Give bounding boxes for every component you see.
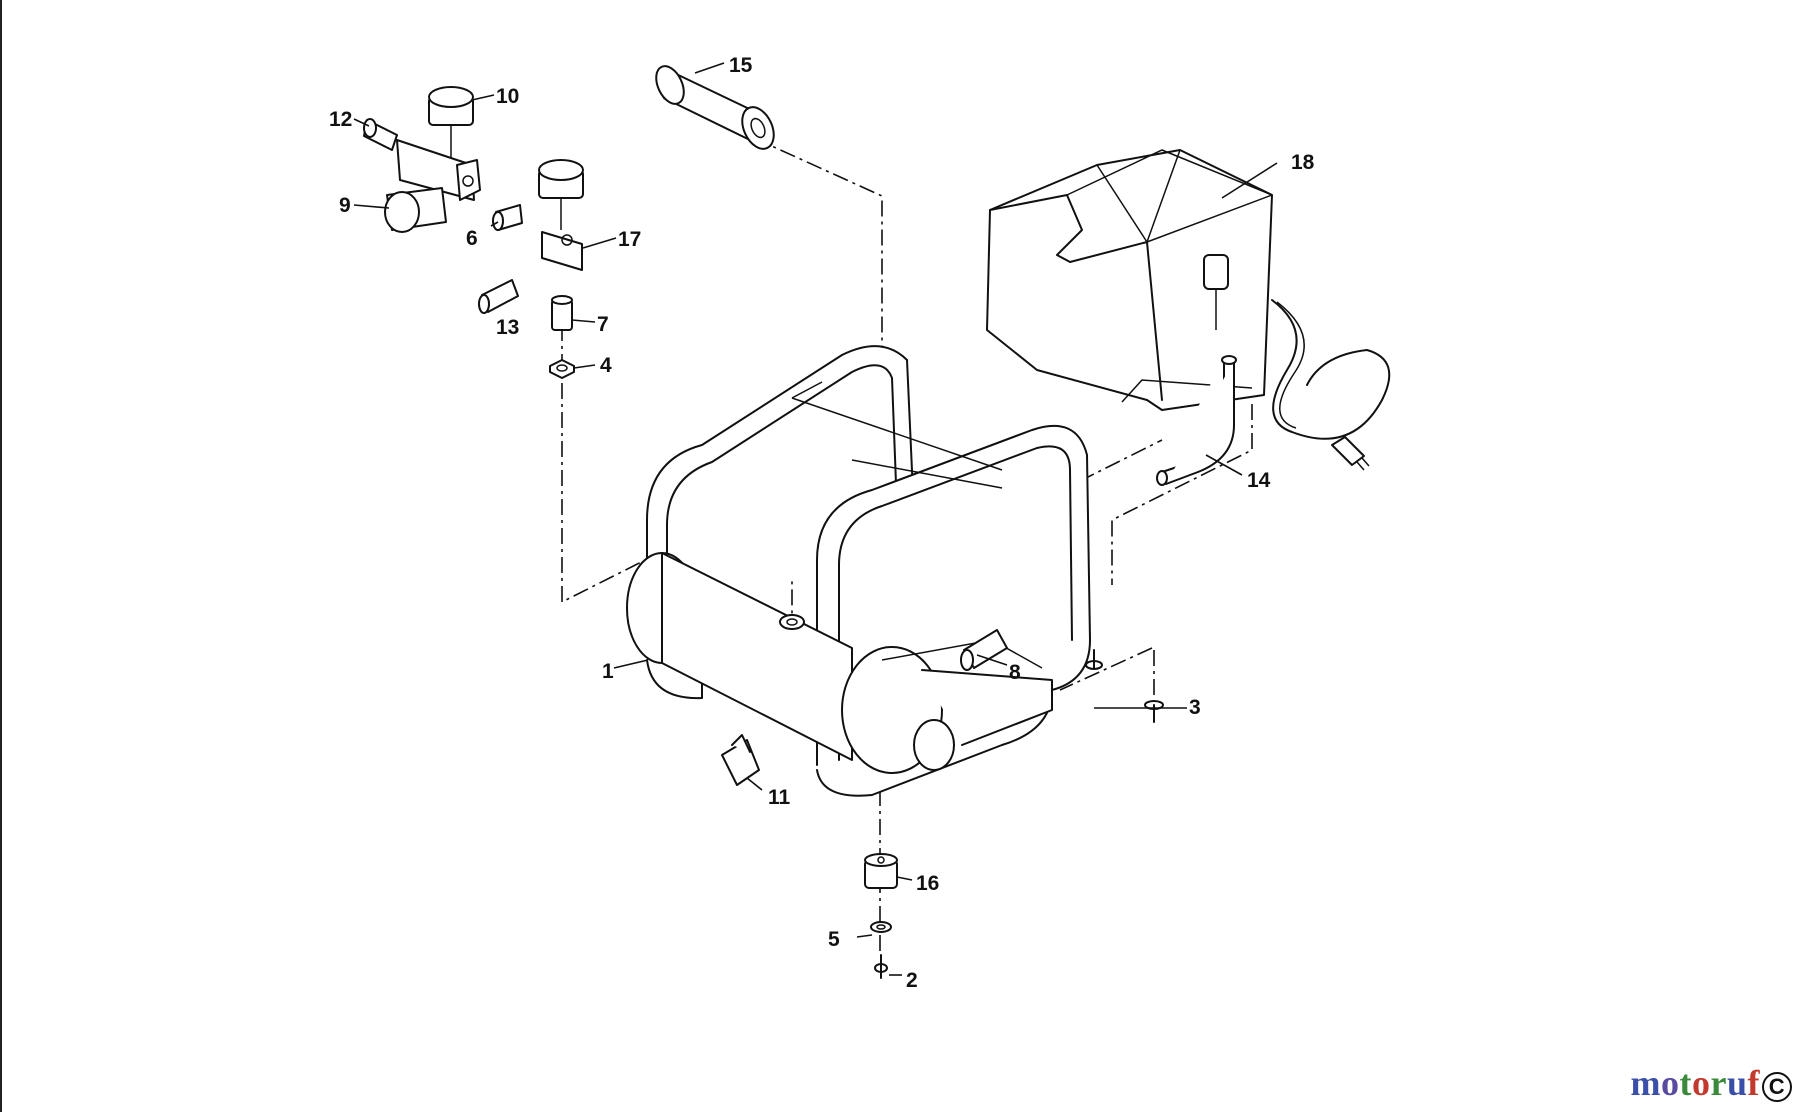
motor-shroud (986, 149, 1391, 471)
handle-grip (655, 65, 775, 150)
callout-9: 9 (339, 194, 351, 217)
callout-13: 13 (496, 316, 519, 339)
callout-6: 6 (466, 227, 478, 250)
quick-coupler (478, 279, 519, 314)
air-tank (626, 552, 1053, 774)
adapter-fitting (551, 295, 573, 331)
outlet-pipe (1156, 355, 1237, 486)
callout-5: 5 (828, 928, 840, 951)
washer (870, 921, 892, 933)
pressure-gauge-tee (538, 159, 584, 271)
leader-lines (353, 62, 1278, 976)
callout-2: 2 (906, 969, 918, 992)
callout-labels: 15 10 12 9 6 17 13 7 4 18 14 1 8 3 11 16… (329, 54, 1315, 992)
fitting-nipple (492, 204, 523, 231)
callout-11: 11 (768, 786, 791, 809)
watermark-letter: o (1691, 1063, 1711, 1103)
callout-17: 17 (618, 228, 641, 251)
watermark-letter: r (1710, 1063, 1727, 1103)
callout-7: 7 (597, 313, 609, 336)
safety-valve (960, 629, 1008, 671)
callout-15: 15 (729, 54, 753, 77)
watermark-letter: m (1630, 1063, 1661, 1103)
rubber-foot (864, 853, 898, 889)
pressure-gauge-upper (428, 86, 474, 165)
callout-12: 12 (329, 108, 352, 131)
callout-14: 14 (1247, 469, 1271, 492)
watermark-letter: f (1747, 1063, 1760, 1103)
callout-8: 8 (1009, 661, 1021, 684)
callout-18: 18 (1291, 151, 1315, 174)
watermark-letter: o (1660, 1063, 1680, 1103)
callout-16: 16 (916, 872, 939, 895)
watermark-corner-mark: C (1762, 1071, 1792, 1102)
drain-valve (721, 734, 760, 786)
screw (874, 954, 888, 979)
callout-10: 10 (496, 85, 519, 108)
watermark-letter: u (1726, 1063, 1748, 1103)
pressure-regulator (363, 118, 481, 233)
callout-1: 1 (602, 660, 614, 683)
callout-3: 3 (1189, 696, 1201, 719)
hex-nut (549, 359, 575, 379)
callout-4: 4 (600, 354, 612, 377)
watermark-letter: t (1679, 1063, 1692, 1103)
